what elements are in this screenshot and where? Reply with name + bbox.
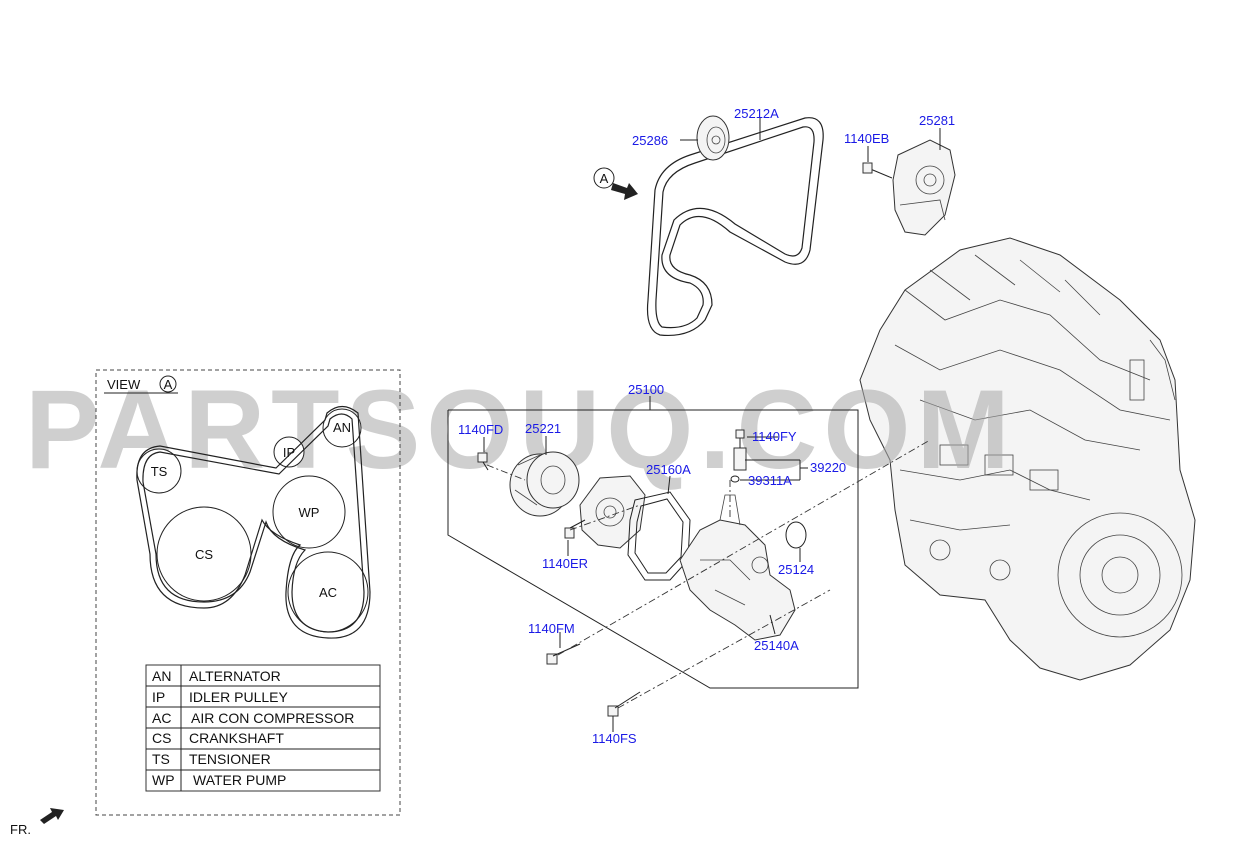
drive-belt-illustration: [646, 117, 824, 337]
pulley-label-ip: IP: [283, 445, 295, 460]
part-label-25212A[interactable]: 25212A: [734, 106, 779, 121]
part-label-1140ER[interactable]: 1140ER: [542, 556, 588, 571]
legend-code: CS: [152, 730, 171, 746]
part-label-25140A[interactable]: 25140A: [754, 638, 799, 653]
pulley-ip: [273, 436, 305, 468]
pulley-wp: [272, 475, 346, 549]
front-label: FR.: [10, 822, 31, 837]
legend-code: AN: [152, 668, 171, 684]
legend-name: ALTERNATOR: [189, 668, 281, 684]
front-direction-marker: FR.: [10, 808, 64, 837]
legend-name: WATER PUMP: [193, 772, 286, 788]
pulley-label-wp: WP: [299, 505, 320, 520]
leader-lines: [483, 118, 941, 732]
bolt-1140FM-illustration: [546, 643, 581, 665]
part-label-39311A[interactable]: 39311A: [748, 473, 792, 488]
view-letter: A: [164, 377, 173, 392]
legend-name: AIR CON COMPRESSOR: [191, 710, 354, 726]
water-pump-illustration: [579, 475, 646, 549]
alignment-line: [557, 439, 931, 656]
view-a-marker: A: [593, 167, 638, 200]
part-label-25160A[interactable]: 25160A: [646, 462, 691, 477]
legend-code: IP: [152, 689, 165, 705]
part-label-25286[interactable]: 25286: [632, 133, 668, 148]
idler-pulley-illustration: [696, 115, 730, 161]
legend-name: IDLER PULLEY: [189, 689, 288, 705]
legend-name: TENSIONER: [189, 751, 271, 767]
part-label-1140FM[interactable]: 1140FM: [528, 621, 575, 636]
part-label-25100[interactable]: 25100: [628, 382, 664, 397]
legend-code: AC: [152, 710, 171, 726]
alignment-line: [486, 464, 526, 481]
gasket-illustration: [627, 491, 691, 581]
part-label-25281[interactable]: 25281: [919, 113, 955, 128]
part-label-39220[interactable]: 39220: [810, 460, 846, 475]
water-pump-assembly-box: [447, 396, 859, 689]
legend-code: TS: [152, 751, 170, 767]
bolt-1140ER-illustration: [564, 519, 586, 539]
water-pump-pulley-illustration: [509, 451, 580, 517]
tensioner-illustration: [892, 139, 956, 236]
part-label-1140FY[interactable]: 1140FY: [752, 429, 797, 444]
engine-block-illustration: [859, 237, 1196, 681]
part-label-25124[interactable]: 25124: [778, 562, 814, 577]
front-arrow-icon: [40, 808, 64, 824]
bolt-1140EB-illustration: [862, 162, 893, 179]
pulley-label-cs: CS: [195, 547, 213, 562]
part-label-25221[interactable]: 25221: [525, 421, 561, 436]
pulley-label-ts: TS: [151, 464, 168, 479]
alignment-line: [617, 589, 831, 709]
bolt-1140FS-illustration: [607, 691, 641, 717]
view-title: VIEW: [107, 377, 141, 392]
bolt-1140FD-illustration: [477, 452, 489, 471]
part-label-1140FD[interactable]: 1140FD: [458, 422, 503, 437]
legend-table: AN ALTERNATOR IP IDLER PULLEY AC AIR CON…: [145, 664, 381, 792]
part-label-1140EB[interactable]: 1140EB: [844, 131, 889, 146]
view-a-panel: VIEW A AN IP TS WP CS AC AN ALTERNAT: [95, 369, 401, 816]
o-ring-illustration: [785, 521, 807, 549]
pulley-label-an: AN: [333, 420, 351, 435]
pulley-label-ac: AC: [319, 585, 337, 600]
svg-text:A: A: [600, 171, 609, 186]
part-label-1140FS[interactable]: 1140FS: [592, 731, 637, 746]
alignment-line: [569, 504, 641, 531]
legend-name: CRANKSHAFT: [189, 730, 284, 746]
legend-code: WP: [152, 772, 175, 788]
temp-sensor-illustration: [730, 429, 747, 483]
